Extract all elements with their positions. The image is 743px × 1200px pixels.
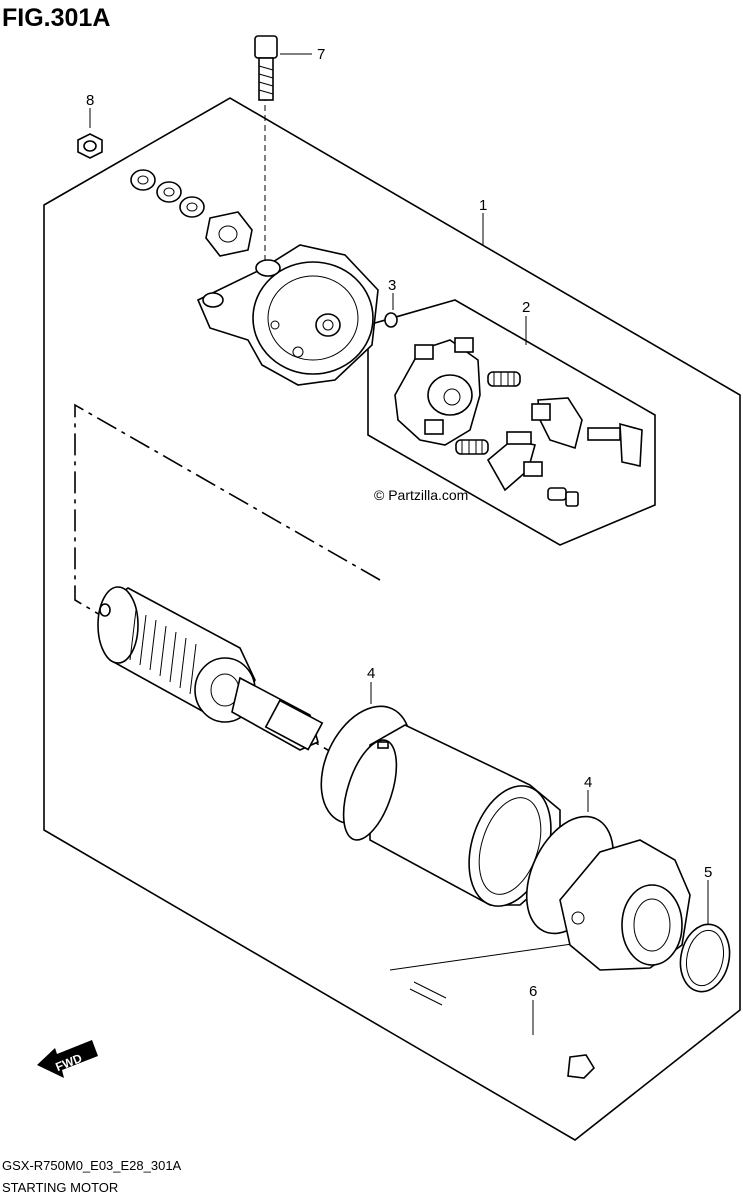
nut-part-8 (77, 133, 103, 159)
fwd-arrow-icon: FWD (37, 1040, 98, 1078)
callout-1: 1 (479, 197, 487, 214)
brush-holder-plate (394, 337, 481, 446)
watermark: © Partzilla.com (374, 487, 468, 503)
callout-8: 8 (86, 92, 94, 109)
rear-end-cover (196, 244, 379, 386)
figure-title: FIG.301A (2, 4, 110, 32)
leader-lines (89, 53, 709, 1035)
callout-2: 2 (522, 299, 530, 316)
brush-springs (455, 371, 521, 455)
assembly-outline (43, 97, 741, 1141)
washers (130, 169, 253, 257)
callout-4-lower: 4 (584, 774, 592, 791)
armature (97, 586, 324, 751)
front-end-cover (559, 839, 691, 971)
brush-holder-outline (367, 299, 656, 546)
brush-terminals (486, 397, 643, 507)
callout-5: 5 (704, 864, 712, 881)
callout-7: 7 (317, 46, 325, 63)
callout-4-upper: 4 (367, 665, 375, 682)
bolt-part-7 (254, 35, 278, 101)
figure-code: GSX-R750M0_E03_E28_301A (2, 1158, 182, 1173)
callout-6: 6 (529, 983, 537, 1000)
callout-3: 3 (388, 277, 396, 294)
figure-caption: STARTING MOTOR (2, 1180, 118, 1195)
through-bolt-part-6 (409, 981, 596, 1079)
o-ring-part-5-inner (685, 929, 725, 987)
o-ring-part-3 (384, 312, 398, 328)
